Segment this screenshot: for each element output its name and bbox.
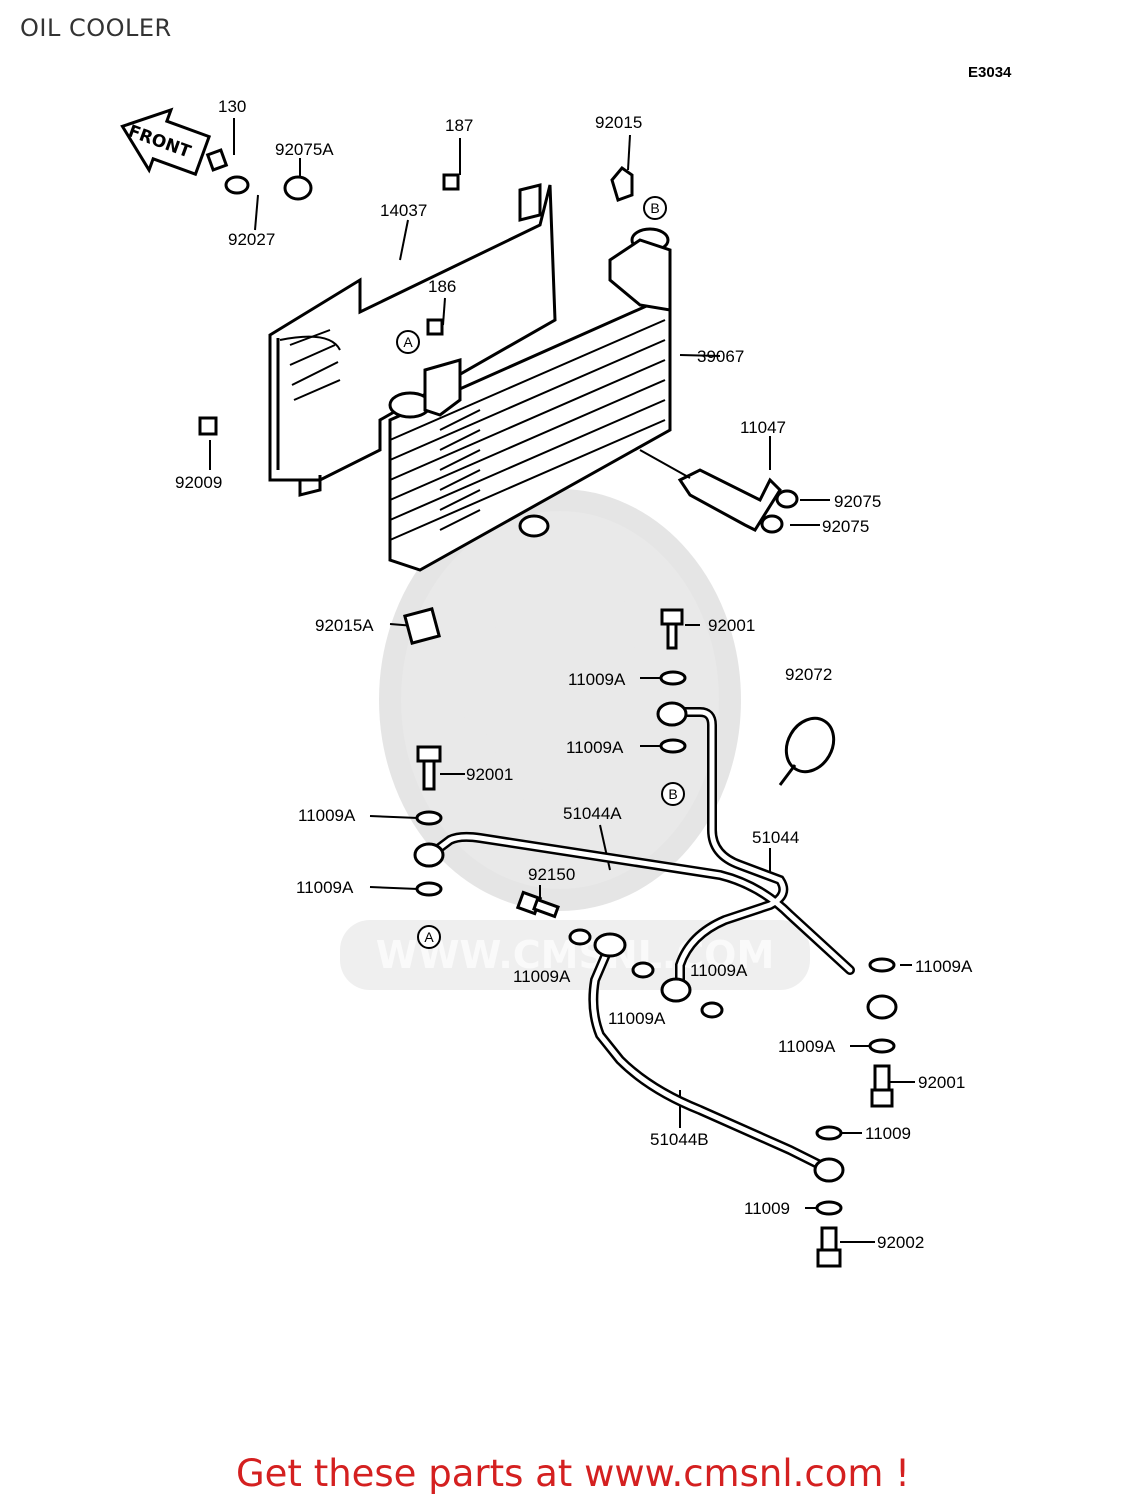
part-label: 92001 [918, 1073, 965, 1092]
part-label: 11009A [915, 957, 973, 976]
part-label: 11009A [298, 806, 356, 825]
part-label: 11009A [778, 1037, 836, 1056]
diagram-code: E3034 [968, 64, 1012, 81]
part-label: 11009A [608, 1009, 666, 1028]
part-label: 92075 [834, 492, 881, 511]
marker-a-bottom: A [417, 925, 441, 949]
part-label: 11009A [568, 670, 626, 689]
oil-cooler-diagram: WWW.CMSNL.COM FRONT [120, 97, 973, 1268]
part-label: 11009A [513, 967, 571, 986]
guard-frame [268, 183, 557, 497]
part-label: 130 [218, 97, 246, 116]
bracket-11047 [639, 449, 782, 532]
hose-clamp-92072 [778, 716, 836, 786]
fasteners [198, 148, 898, 1268]
part-label: 51044A [563, 804, 622, 823]
part-label: 11009A [296, 878, 354, 897]
svg-text:A: A [403, 334, 413, 350]
footer-link[interactable]: Get these parts at www.cmsnl.com ! [235, 1452, 910, 1495]
part-label: 92009 [175, 473, 222, 492]
part-label: 92027 [228, 230, 275, 249]
part-label: 186 [428, 277, 456, 296]
svg-text:B: B [650, 200, 659, 216]
part-label: 92075A [275, 140, 334, 159]
marker-a-top: A [396, 330, 420, 354]
part-label: 51044B [650, 1130, 709, 1149]
part-label: 92001 [708, 616, 755, 635]
part-label: 11047 [740, 418, 786, 437]
part-label: 39067 [697, 347, 744, 366]
part-label: 11009 [865, 1124, 911, 1143]
marker-b-bottom: B [661, 782, 685, 806]
part-label: 92075 [822, 517, 869, 536]
part-label: 92001 [466, 765, 513, 784]
part-label: 92072 [785, 665, 832, 684]
part-label: 14037 [380, 201, 427, 220]
part-label: 92015 [595, 113, 642, 132]
part-label: 92150 [528, 865, 575, 884]
front-arrow: FRONT [120, 107, 212, 177]
leader-lines [209, 118, 915, 1243]
part-label: 11009A [566, 738, 624, 757]
part-label: 187 [445, 116, 473, 135]
marker-b-top: B [643, 196, 667, 220]
clip-92015 [610, 165, 634, 202]
part-labels: 130 92075A 92027 187 92015 14037 186 390… [175, 97, 973, 1252]
page-title: OIL COOLER [20, 14, 172, 42]
svg-text:B: B [668, 786, 677, 802]
oil-cooler-core [388, 227, 672, 572]
oil-hoses-inner [427, 709, 853, 1173]
part-label: 11009 [744, 1199, 790, 1218]
part-label: 51044 [752, 828, 799, 847]
part-label: 92015A [315, 616, 374, 635]
svg-text:A: A [424, 929, 434, 945]
part-label: 92002 [877, 1233, 924, 1252]
part-label: 11009A [690, 961, 748, 980]
